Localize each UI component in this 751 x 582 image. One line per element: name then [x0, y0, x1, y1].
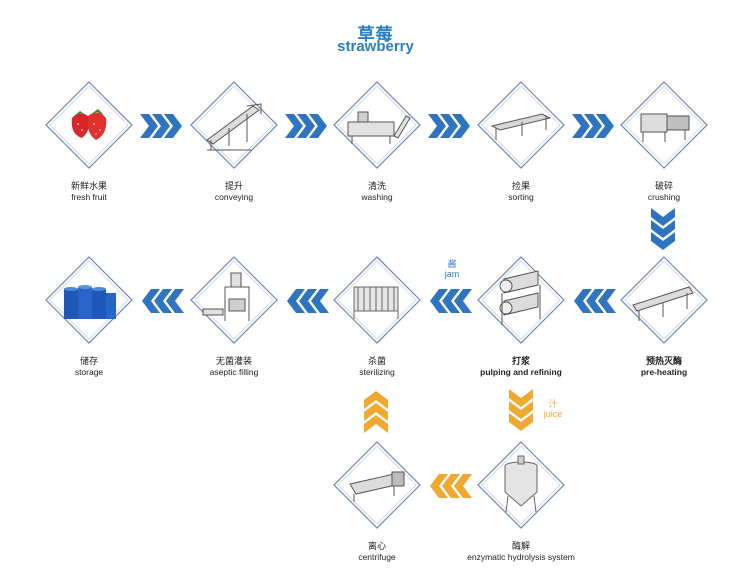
- sterilizer-icon: [353, 286, 399, 319]
- title-chinese: 草莓: [357, 25, 394, 44]
- enzyme-tank-icon: [504, 455, 538, 513]
- label-en: pulping and refining: [480, 367, 562, 377]
- label-en: washing: [361, 192, 393, 202]
- node-storage: [44, 255, 134, 345]
- label-zh: 杀菌: [367, 356, 386, 366]
- label-en: pre-heating: [640, 367, 688, 377]
- arrow-left-3: [287, 289, 329, 313]
- label-zh: 捡果: [511, 181, 530, 191]
- elevator-conveyor-icon: [206, 103, 262, 151]
- label-en: fresh fruit: [71, 192, 107, 202]
- arrow-left-4: [142, 289, 184, 313]
- arrow-right-2: [285, 114, 327, 138]
- juice-en: juice: [543, 409, 563, 419]
- preheater-tube-icon: [632, 286, 694, 321]
- label-sorting: 捡果 sorting: [446, 181, 596, 203]
- pulper-icon: [499, 270, 541, 325]
- jam-en: jam: [444, 269, 460, 279]
- node-fresh-fruit: [44, 80, 134, 170]
- node-centrifuge: [332, 440, 422, 530]
- strawberry-icon: [71, 109, 107, 140]
- label-pre-heating: 预热灭酶 pre-heating: [589, 356, 739, 378]
- label-storage: 储存 storage: [14, 356, 164, 378]
- label-en: sterilizing: [359, 367, 395, 377]
- arrow-right-3: [428, 114, 470, 138]
- arrow-left-orange: [430, 474, 472, 498]
- arrow-right-1: [140, 114, 182, 138]
- label-en: conveying: [214, 192, 254, 202]
- label-centrifuge: 离心 centrifuge: [302, 541, 452, 563]
- storage-drums-icon: [64, 285, 116, 319]
- label-zh: 预热灭酶: [645, 356, 682, 366]
- label-crushing: 破碎 crushing: [589, 181, 739, 203]
- arrow-left-1: [574, 289, 616, 313]
- label-zh: 清洗: [367, 181, 386, 191]
- label-en: enzymatic hydrolysis system: [467, 552, 575, 562]
- label-en: crushing: [647, 192, 681, 202]
- node-pre-heating: [619, 255, 709, 345]
- label-zh: 新鲜水果: [70, 181, 107, 191]
- centrifuge-icon: [349, 471, 405, 502]
- jam-zh: 酱: [447, 259, 457, 269]
- node-sterilizing: [332, 255, 422, 345]
- node-crushing: [619, 80, 709, 170]
- label-zh: 储存: [79, 356, 98, 366]
- arrow-right-4: [572, 114, 614, 138]
- label-washing: 清洗 washing: [302, 181, 452, 203]
- arrow-left-2: [430, 289, 472, 313]
- juice-zh: 汁: [548, 399, 558, 409]
- node-washing: [332, 80, 422, 170]
- label-conveying: 提升 conveying: [159, 181, 309, 203]
- node-pulping: [476, 255, 566, 345]
- label-zh: 无菌灌装: [215, 356, 252, 366]
- node-sorting: [476, 80, 566, 170]
- node-enzymatic-hydrolysis: [476, 440, 566, 530]
- sorting-conveyor-icon: [490, 113, 552, 140]
- label-en: centrifuge: [358, 552, 396, 562]
- crusher-icon: [640, 113, 690, 142]
- branch-jam-label: 酱 jam: [444, 259, 460, 279]
- branch-juice-label: 汁 juice: [541, 399, 565, 419]
- arrow-down-1: [651, 208, 675, 250]
- washing-machine-icon: [347, 111, 411, 144]
- aseptic-filler-icon: [202, 272, 250, 321]
- node-conveying: [189, 80, 279, 170]
- label-pulping: 打浆 pulping and refining: [446, 356, 596, 378]
- label-en: sorting: [508, 192, 534, 202]
- arrow-up-orange: [364, 391, 388, 433]
- label-zh: 提升: [224, 181, 243, 191]
- label-sterilizing: 杀菌 sterilizing: [302, 356, 452, 378]
- label-fresh-fruit: 新鲜水果 fresh fruit: [14, 181, 164, 203]
- label-zh: 破碎: [654, 181, 673, 191]
- label-zh: 打浆: [511, 356, 530, 366]
- arrow-down-orange: [509, 389, 533, 431]
- title-english: strawberry: [337, 38, 414, 55]
- label-aseptic-filling: 无菌灌装 aseptic filling: [159, 356, 309, 378]
- label-enzymatic-hydrolysis: 酶解 enzymatic hydrolysis system: [446, 541, 596, 563]
- node-aseptic-filling: [189, 255, 279, 345]
- label-en: storage: [74, 367, 104, 377]
- label-en: aseptic filling: [209, 367, 259, 377]
- label-zh: 离心: [367, 541, 386, 551]
- label-zh: 酶解: [511, 541, 530, 551]
